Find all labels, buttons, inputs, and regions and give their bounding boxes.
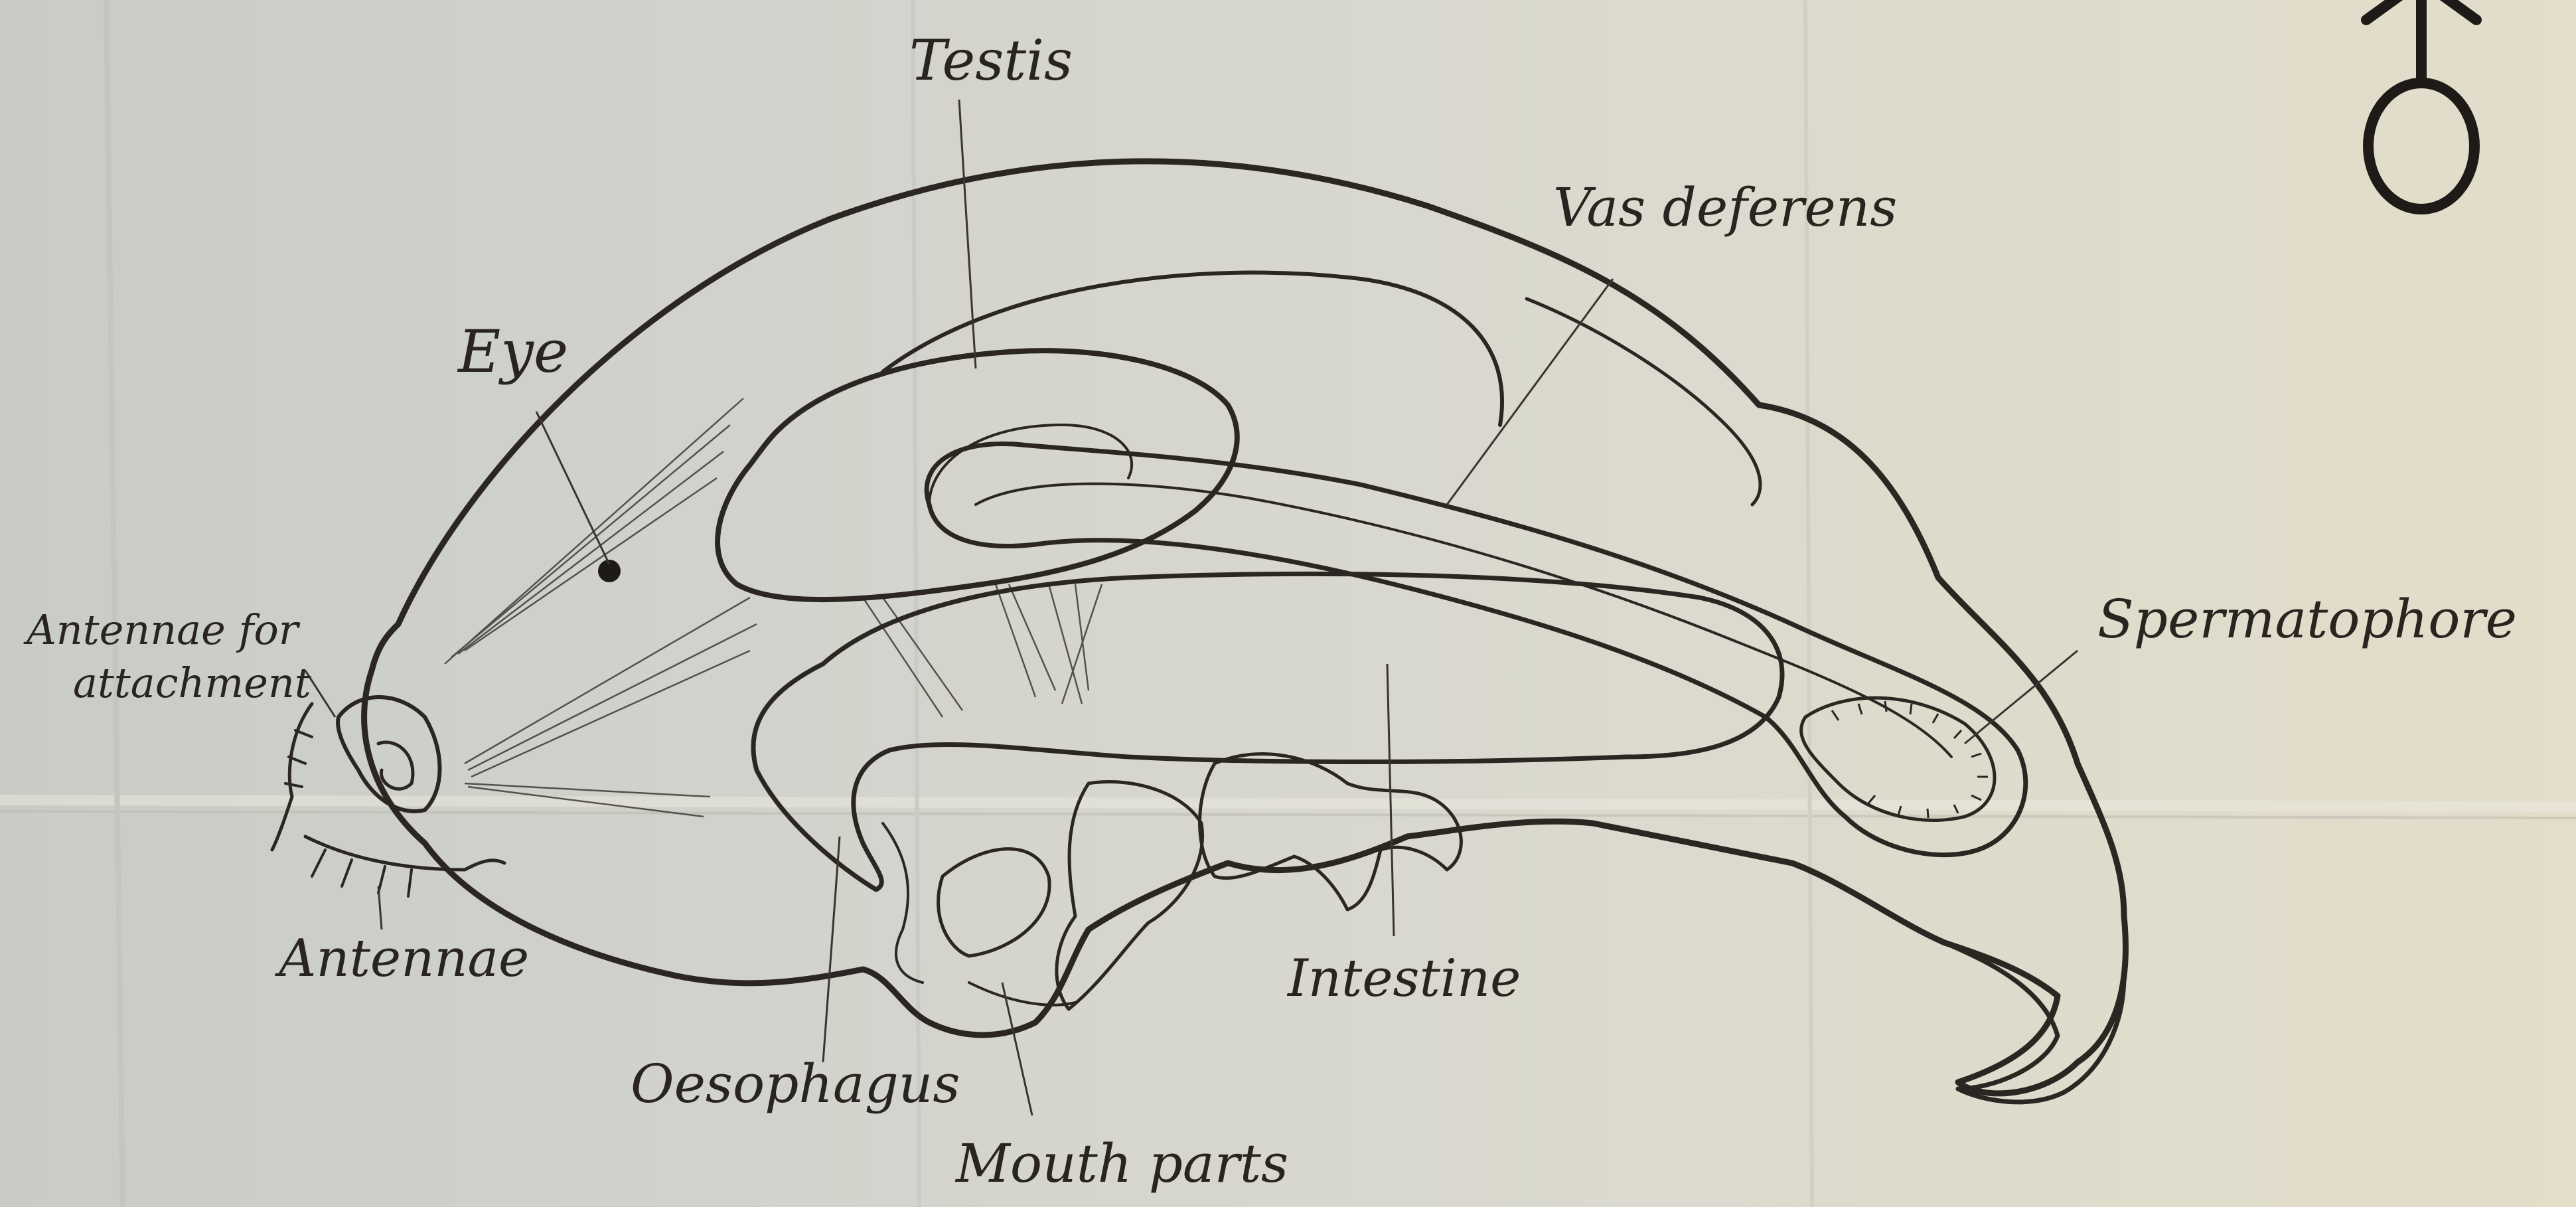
label-eye: Eye bbox=[457, 317, 568, 386]
label-antennae-attachment-2: attachment bbox=[73, 659, 311, 707]
vas-deferens bbox=[927, 443, 2026, 854]
carapace-fold bbox=[883, 273, 1502, 425]
intestine bbox=[753, 574, 1782, 890]
testis bbox=[718, 351, 1237, 600]
body-outline bbox=[364, 161, 2126, 1093]
head-structures bbox=[272, 560, 621, 896]
label-intestine: Intestine bbox=[1286, 949, 1521, 1008]
carapace-ridge bbox=[1527, 299, 1760, 505]
mouth-part-leaf bbox=[939, 849, 1050, 956]
label-vas-deferens: Vas deferens bbox=[1553, 177, 1897, 238]
lower-antenna bbox=[305, 837, 504, 870]
label-mouth-parts: Mouth parts bbox=[954, 1133, 1288, 1194]
label-spermatophore: Spermatophore bbox=[2097, 588, 2517, 650]
label-oesophagus: Oesophagus bbox=[631, 1053, 960, 1115]
male-symbol-icon bbox=[2366, 0, 2476, 209]
label-antennae-attachment-1: Antennae for bbox=[23, 605, 301, 654]
muscle-fibres bbox=[445, 398, 1102, 817]
label-antennae: Antennae bbox=[275, 929, 529, 989]
vas-deferens-coil bbox=[929, 425, 1132, 505]
label-testis: Testis bbox=[909, 28, 1073, 93]
diagram-labels: Testis Vas deferens Eye Antennae for att… bbox=[23, 28, 2517, 1194]
